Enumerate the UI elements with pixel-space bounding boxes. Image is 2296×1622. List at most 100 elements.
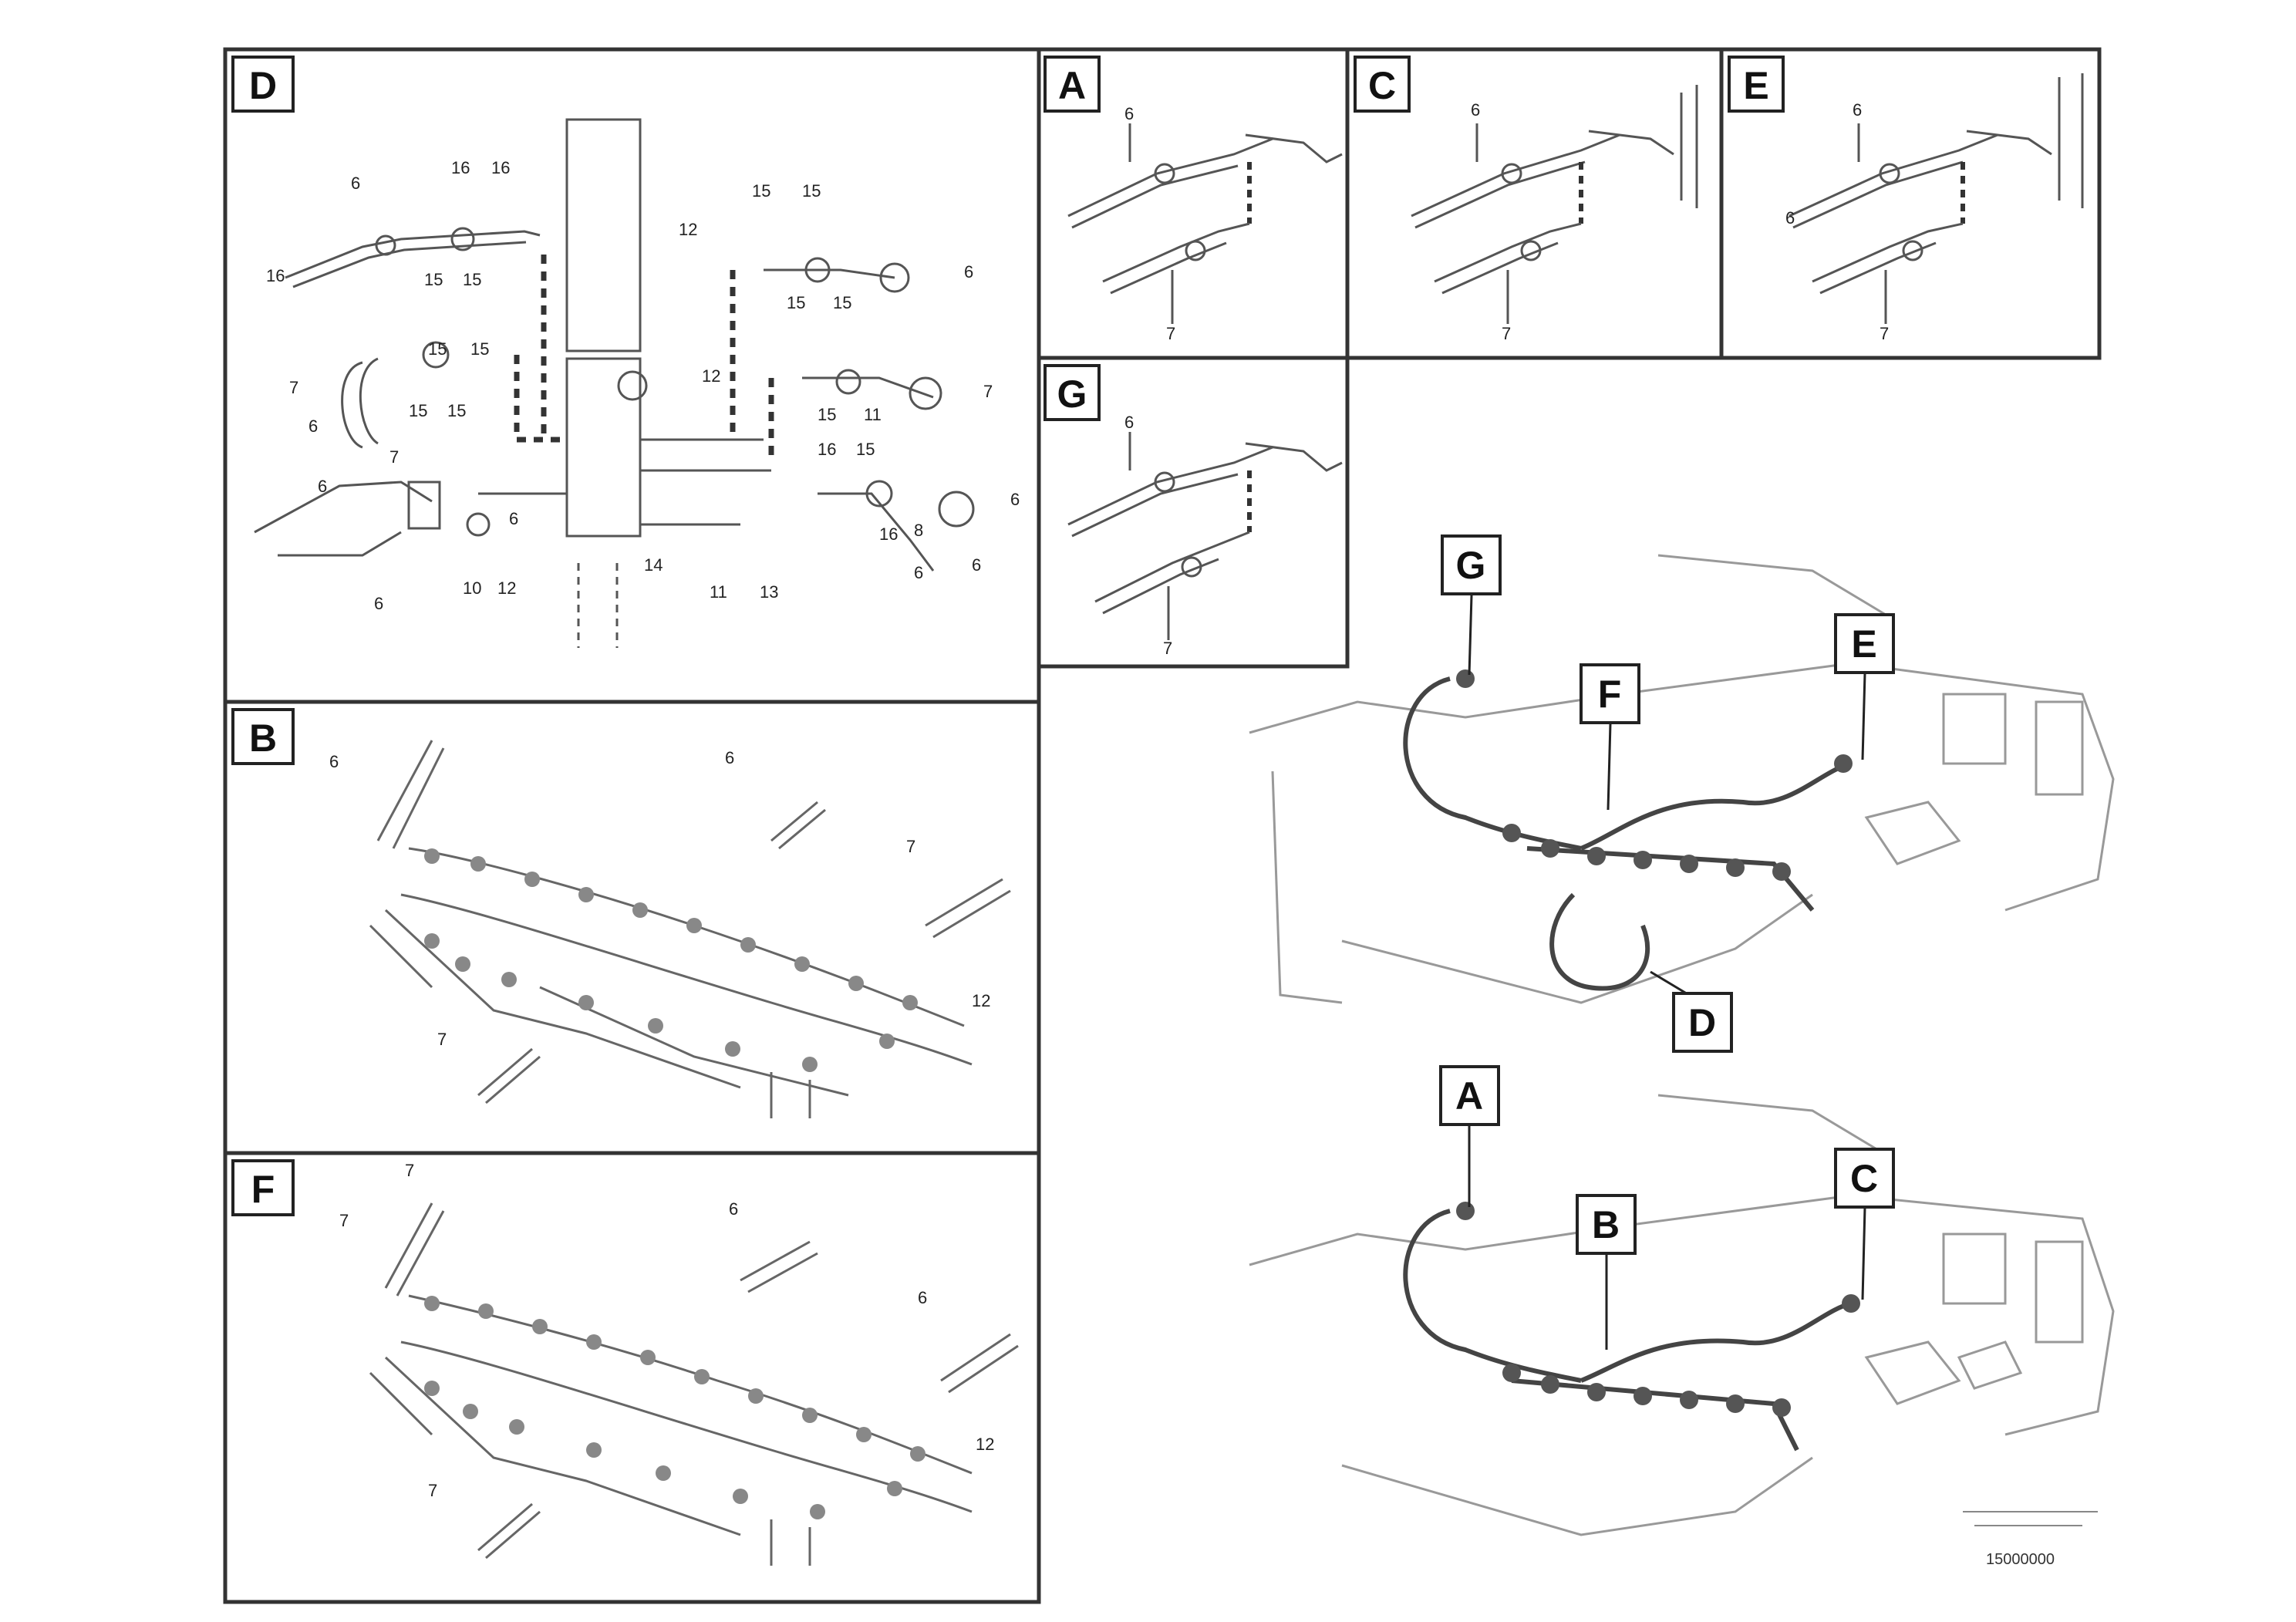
callout-number: 16	[818, 440, 836, 459]
machine-upper-outline	[1249, 554, 2115, 1004]
callout-number: 7	[906, 837, 915, 856]
panel-letter: B	[249, 717, 277, 760]
callout-box-E	[1834, 613, 1895, 674]
panel-B-fittings	[424, 848, 918, 1072]
callout-number: 6	[318, 477, 327, 496]
callout-number: 15	[856, 440, 875, 459]
panel-letter-box	[1043, 364, 1101, 421]
callout-number: 15	[470, 339, 489, 359]
callout-number: 16	[491, 158, 510, 177]
panel-B-frame	[223, 700, 1041, 1155]
callout-number: 10	[463, 578, 481, 598]
overview-lower: A B C	[1249, 1065, 2115, 1536]
callout-number: 6	[1124, 413, 1134, 432]
callout-box-D	[1672, 992, 1733, 1053]
callout-number: 6	[729, 1199, 738, 1219]
panel-A-drawing	[1067, 123, 1343, 324]
callout-number: 6	[509, 509, 518, 528]
panel-letter-box	[1354, 56, 1411, 113]
panel-F: F 7 7 6 6 7 12	[231, 1159, 1019, 1566]
callout-number: 15	[802, 181, 821, 201]
harness-fittings-upper	[1456, 669, 1853, 881]
panel-F-drawing	[369, 1202, 1019, 1566]
callout-number: 12	[702, 366, 720, 386]
panel-G-frame	[1037, 356, 1350, 669]
callout-letter: D	[1688, 1001, 1716, 1044]
hose-harness-upper	[1403, 676, 1852, 991]
panel-D-callouts: 6 16 16 15 15 15 15 16 7 7 6 15 15 6 12 …	[266, 158, 1020, 613]
callout-number: 7	[428, 1481, 437, 1500]
callout-letter: B	[1592, 1203, 1620, 1246]
drawing-footer: 15000000	[1963, 1511, 2098, 1568]
panel-D: D	[231, 56, 1020, 648]
callout-number: 6	[329, 752, 339, 771]
callout-number: 7	[1166, 324, 1175, 343]
callout-number: 6	[351, 174, 360, 193]
panel-frames	[223, 47, 2102, 1604]
callout-number: 6	[1010, 490, 1020, 509]
callout-number: 6	[918, 1288, 927, 1307]
panel-C-drawing	[1411, 85, 1698, 324]
panel-letter: D	[249, 64, 277, 107]
callout-number: 6	[914, 563, 923, 582]
callout-box-C	[1834, 1148, 1895, 1209]
callout-letter: E	[1851, 622, 1876, 666]
callout-number: 6	[964, 262, 973, 282]
callout-number: 15	[833, 293, 851, 312]
callout-number: 7	[1163, 639, 1172, 658]
callout-number: 7	[437, 1030, 447, 1049]
callout-number: 7	[1502, 324, 1511, 343]
callout-number: 7	[405, 1161, 414, 1180]
callout-number: 6	[1853, 100, 1862, 120]
panel-D-drawing	[254, 118, 975, 648]
callout-number: 6	[1471, 100, 1480, 120]
callout-number: 7	[289, 378, 298, 397]
panel-C: C 6 7	[1354, 56, 1698, 343]
callout-number: 14	[644, 555, 663, 575]
panel-letter: C	[1368, 64, 1396, 107]
callout-number: 12	[679, 220, 697, 239]
callout-box-B	[1576, 1194, 1637, 1255]
panel-F-frame	[223, 1151, 1041, 1604]
callout-number: 6	[972, 555, 981, 575]
harness-fittings-lower	[1456, 1202, 1860, 1417]
callout-letter: A	[1455, 1074, 1483, 1118]
overview-upper: G F E D	[1249, 534, 2115, 1053]
callout-number: 8	[914, 521, 923, 540]
callout-number: 16	[879, 524, 898, 544]
panel-letter-box	[231, 56, 295, 113]
callout-number: 12	[976, 1435, 994, 1454]
callout-number: 11	[864, 405, 882, 424]
callout-number: 7	[339, 1211, 349, 1230]
callout-number: 16	[451, 158, 470, 177]
panel-E-drawing	[1789, 73, 2084, 324]
callout-number: 15	[463, 270, 481, 289]
callout-box-G	[1441, 534, 1502, 595]
panel-A: A 6 7	[1043, 56, 1343, 343]
drawing-number: 15000000	[1986, 1551, 2055, 1568]
panel-G-drawing	[1067, 432, 1343, 640]
callout-number: 7	[1880, 324, 1889, 343]
callout-number: 6	[725, 748, 734, 767]
panel-B: B 6 6 7 7 12	[231, 708, 1011, 1118]
panel-F-fittings	[424, 1296, 925, 1519]
callout-number: 6	[308, 416, 318, 436]
callout-number: 7	[389, 447, 399, 467]
callout-number: 7	[983, 382, 993, 401]
panel-letter-box	[1043, 56, 1101, 113]
panel-E: E 6 6 7	[1728, 56, 2084, 343]
overview-leaders-lower	[1468, 1125, 1866, 1350]
callout-number: 13	[760, 582, 778, 602]
panel-letter: A	[1058, 64, 1086, 107]
callout-letter: C	[1850, 1157, 1878, 1200]
panel-letter: G	[1057, 373, 1087, 416]
callout-number: 15	[818, 405, 836, 424]
callout-number: 15	[447, 401, 466, 420]
callout-number: 11	[710, 582, 727, 602]
callout-number: 6	[1124, 104, 1134, 123]
panel-letter-box	[231, 708, 295, 765]
panel-E-frame	[1719, 47, 2102, 360]
callout-number: 16	[266, 266, 285, 285]
machine-lower-outline	[1249, 1094, 2115, 1536]
